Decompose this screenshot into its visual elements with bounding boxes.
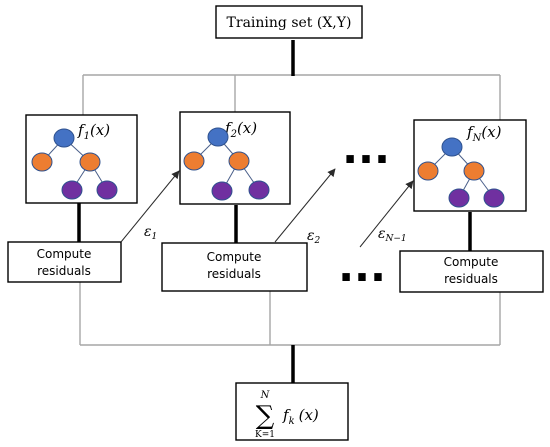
tree-leaf-node (61, 180, 83, 200)
tree-leaf-node (211, 181, 233, 201)
tree-root-node (207, 127, 229, 147)
ellipsis-bottom: ... (338, 242, 386, 291)
training-set-label: Training set (X,Y) (227, 15, 352, 31)
sum-collection-lines (79, 282, 501, 346)
model-label-2: f2(x) (224, 119, 257, 140)
residual-box-2-line1: Compute (207, 250, 262, 264)
sum-sigma: ∑ (256, 401, 275, 431)
tree-leaf-node (248, 180, 270, 200)
tree-internal-node (417, 161, 439, 181)
residual-box-2 (161, 242, 308, 292)
sum-upper-limit: N (260, 390, 271, 401)
residual-arrow-2 (274, 168, 336, 243)
residual-box-N-line2: residuals (444, 272, 498, 286)
tree-leaf-node (96, 180, 118, 200)
residual-box-N (399, 250, 544, 293)
sum-lower-limit: K=1 (255, 430, 275, 440)
tree-leaf-node (448, 188, 470, 208)
residual-box-N-line1: Compute (444, 255, 499, 269)
error-label-2: ε2 (307, 228, 321, 246)
training-distribution-lines (82, 74, 501, 120)
residual-box-1-line1: Compute (37, 247, 92, 261)
decision-trees (31, 127, 505, 208)
tree-internal-node (31, 152, 53, 172)
tree-root-node (441, 137, 463, 157)
model-label-N: fN(x) (466, 123, 502, 144)
ellipsis-top: ... (342, 124, 390, 173)
model-label-1: f1(x) (77, 121, 110, 142)
tree-internal-node (79, 152, 101, 172)
tree-root-node (53, 128, 75, 148)
tree-internal-node (228, 151, 250, 171)
tree-internal-node (183, 151, 205, 171)
residual-arrow-N (359, 180, 414, 248)
error-label-N: εN−1 (378, 226, 407, 244)
training-set-box (215, 5, 363, 39)
error-label-1: ε1 (144, 224, 157, 242)
residual-arrow-1 (120, 170, 180, 243)
residual-box-1 (7, 241, 122, 283)
residual-box-1-line2: residuals (37, 264, 91, 278)
tree-internal-node (463, 161, 485, 181)
sum-formula: N ∑ K=1 fk(x) (255, 390, 319, 440)
tree-leaf-node (483, 188, 505, 208)
sum-box (235, 382, 349, 441)
residual-box-2-line2: residuals (207, 267, 261, 281)
sum-term: fk(x) (282, 406, 319, 427)
